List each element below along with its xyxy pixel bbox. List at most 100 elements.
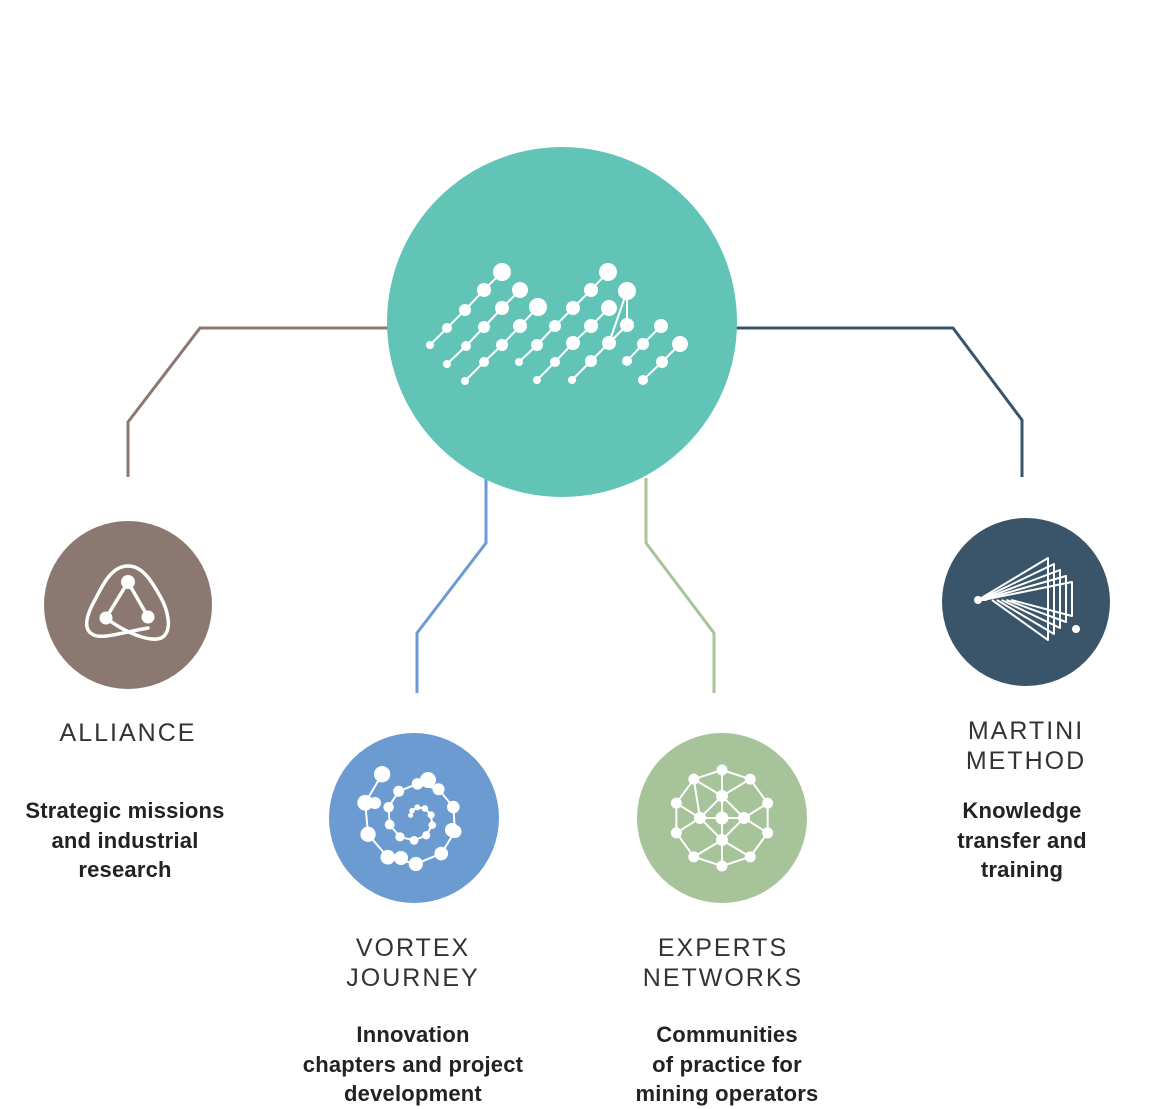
experts-node — [744, 773, 756, 785]
vortex-node — [369, 797, 381, 809]
vortex-node — [408, 856, 423, 872]
hub-node — [461, 377, 469, 385]
vortex-title-line: JOURNEY — [346, 964, 480, 992]
hub-node — [512, 282, 528, 298]
hub-node — [531, 339, 543, 351]
alliance-node — [141, 610, 155, 624]
martini-triangle — [977, 557, 1049, 641]
hub-node — [585, 355, 597, 367]
hub-node — [461, 341, 471, 351]
vortex-node — [360, 826, 376, 842]
martini-title: MARTINI METHOD — [896, 716, 1150, 776]
vortex-label: VORTEX JOURNEY — [284, 933, 542, 993]
hub-node — [656, 356, 668, 368]
alliance-desc-line: and industrial — [51, 827, 199, 853]
experts-node — [762, 797, 774, 809]
connector-experts — [644, 478, 716, 693]
alliance-link-path — [85, 564, 150, 639]
vortex-title: VORTEX JOURNEY — [284, 933, 542, 993]
hub-node — [599, 263, 617, 281]
hub-node — [622, 356, 632, 366]
hub-node — [601, 300, 617, 316]
hub-node — [568, 376, 576, 384]
hub-node — [529, 298, 547, 316]
experts-title: EXPERTS NETWORKS — [594, 933, 852, 993]
vortex-node — [434, 846, 449, 861]
vortex-node — [422, 831, 431, 840]
experts-node — [715, 811, 729, 825]
vortex-circle — [329, 733, 499, 903]
spiral-network-icon — [357, 766, 462, 872]
experts-node — [762, 827, 774, 839]
alliance-description: Strategic missions and industrial resear… — [0, 796, 250, 885]
experts-node — [738, 812, 750, 824]
experts-desc-line: Communities — [656, 1022, 798, 1047]
vortex-node — [409, 835, 419, 845]
vortex-node — [373, 766, 391, 783]
hub-node — [550, 357, 560, 367]
experts-description: Communities of practice for mining opera… — [584, 1020, 870, 1109]
experts-title-line: NETWORKS — [642, 964, 804, 992]
vortex-node — [447, 800, 460, 814]
martini-triangle — [978, 563, 1055, 635]
mesh-sphere-icon — [670, 764, 774, 872]
vortex-desc-line: development — [344, 1081, 482, 1106]
hub-node — [549, 320, 561, 332]
hub-node — [533, 376, 541, 384]
vortex-node — [427, 811, 435, 819]
experts-node — [670, 797, 682, 809]
alliance-circle — [44, 521, 212, 689]
hub-node — [513, 319, 527, 333]
vortex-node — [393, 785, 405, 797]
martini-title-line: METHOD — [965, 747, 1087, 775]
vortex-node — [395, 832, 405, 842]
hub-node — [566, 336, 580, 350]
alliance-desc-line: research — [78, 857, 172, 882]
experts-node — [688, 851, 700, 863]
martini-circle — [942, 518, 1110, 686]
hub-node — [515, 358, 523, 366]
hub-node — [620, 318, 634, 332]
connector-vortex — [415, 478, 488, 693]
vortex-node — [420, 772, 436, 788]
vortex-node — [408, 812, 414, 818]
alliance-desc-line: Strategic missions — [25, 798, 225, 823]
experts-edge — [692, 778, 701, 819]
martini-label: MARTINI METHOD — [896, 716, 1150, 776]
hub-node — [638, 375, 648, 385]
vortex-node — [432, 783, 445, 796]
hub-node — [496, 339, 508, 351]
vortex-node — [445, 823, 459, 837]
hub-node — [672, 336, 688, 352]
vortex-node — [409, 807, 415, 814]
martini-description: Knowledge transfer and training — [890, 796, 1150, 885]
hub-node — [426, 341, 434, 349]
hub-node — [478, 321, 490, 333]
vortex-node — [384, 819, 395, 830]
hub-node — [584, 319, 598, 333]
alliance-link-path — [104, 581, 130, 619]
vortex-title-line: VORTEX — [355, 934, 471, 962]
vortex-node — [414, 804, 421, 811]
hub-strand — [608, 290, 628, 344]
hub-node — [654, 319, 668, 333]
triangle-link-icon — [85, 564, 171, 641]
martini-node — [1072, 625, 1080, 633]
hub-node — [493, 263, 511, 281]
hub-node — [637, 338, 649, 350]
vortex-node — [383, 801, 394, 813]
martini-desc-line: transfer and — [957, 827, 1087, 853]
experts-node — [744, 851, 756, 863]
alliance-title: ALLIANCE — [0, 718, 256, 748]
hub-circle — [387, 147, 737, 497]
martini-triangle — [980, 569, 1061, 629]
experts-node — [670, 827, 682, 839]
alliance-label: ALLIANCE — [0, 718, 256, 748]
vortex-desc-line: chapters and project — [302, 1051, 524, 1077]
hub-node — [442, 323, 452, 333]
alliance-title-line: ALLIANCE — [59, 719, 197, 747]
experts-node — [716, 834, 728, 846]
alliance-link-path — [104, 564, 171, 641]
martini-node — [974, 596, 982, 604]
